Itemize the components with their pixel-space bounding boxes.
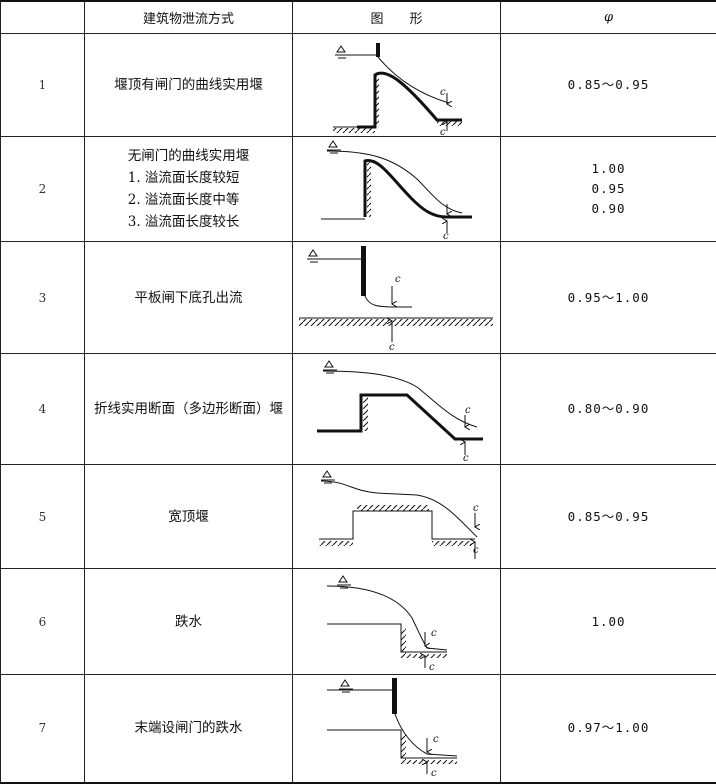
phi-value: 1.00	[501, 612, 716, 632]
phi-value: 0.95	[501, 179, 716, 199]
figure-label-c: c	[431, 628, 437, 639]
row-number: 7	[1, 675, 85, 783]
table-row: 7 末端设闸门的跌水 c c	[1, 675, 716, 783]
figure-label-c: c	[465, 405, 471, 416]
figure-label-c: c	[431, 768, 437, 779]
phi-value: 0.80～0.90	[501, 399, 716, 419]
figure-label-c: c	[429, 662, 435, 673]
table-row: 1 堰顶有闸门的曲线实用堰 c	[1, 34, 716, 137]
row-number: 5	[1, 465, 85, 569]
broad-crested-weir-icon: c c	[297, 467, 497, 567]
phi-value: 0.85～0.95	[501, 75, 716, 95]
row-number: 6	[1, 569, 85, 675]
table-row: 6 跌水 c c 1.00	[1, 569, 716, 675]
row-phi: 1.00	[501, 569, 716, 675]
phi-value: 0.85～0.95	[501, 507, 716, 527]
figure-label-c: c	[440, 87, 446, 98]
row-figure: c c	[293, 242, 501, 354]
row-figure: c c	[293, 34, 501, 137]
row-figure: c c	[293, 465, 501, 569]
ungated-curved-weir-icon: c	[297, 139, 497, 239]
phi-value: 0.95～1.00	[501, 288, 716, 308]
mode-line: 无闸门的曲线实用堰	[128, 145, 250, 167]
row-number: 3	[1, 242, 85, 354]
row-phi: 0.80～0.90	[501, 354, 716, 465]
table-row: 4 折线实用断面（多边形断面）堰 c c 0.80～0.90	[1, 354, 716, 465]
row-number: 1	[1, 34, 85, 137]
row-number: 4	[1, 354, 85, 465]
row-phi: 0.97～1.00	[501, 675, 716, 783]
mode-line: 平板闸下底孔出流	[85, 287, 292, 309]
row-mode: 平板闸下底孔出流	[85, 242, 293, 354]
row-phi: 0.85～0.95	[501, 465, 716, 569]
phi-value: 0.97～1.00	[501, 718, 716, 738]
row-mode: 折线实用断面（多边形断面）堰	[85, 354, 293, 465]
table-row: 3 平板闸下底孔出流 c c 0.95～1.00	[1, 242, 716, 354]
figure-label-c: c	[443, 231, 449, 239]
figure-label-c: c	[433, 734, 439, 745]
figure-label-c: c	[395, 274, 401, 285]
mode-line: 堰顶有闸门的曲线实用堰	[85, 74, 292, 96]
header-mode: 建筑物泄流方式	[85, 1, 293, 34]
mode-line: 3. 溢流面长度较长	[128, 211, 250, 233]
row-mode: 末端设闸门的跌水	[85, 675, 293, 783]
figure-label-c: c	[473, 503, 479, 514]
mode-line: 末端设闸门的跌水	[85, 717, 292, 739]
table-row: 5 宽顶堰 c c 0.85～0.95	[1, 465, 716, 569]
mode-line: 宽顶堰	[85, 506, 292, 528]
row-phi: 1.00 0.95 0.90	[501, 137, 716, 242]
mode-line: 1. 溢流面长度较短	[128, 167, 250, 189]
row-figure: c	[293, 137, 501, 242]
row-figure: c c	[293, 354, 501, 465]
header-figure: 图 形	[293, 1, 501, 34]
row-number: 2	[1, 137, 85, 242]
gated-drop-fall-icon: c c	[297, 676, 497, 780]
drop-fall-icon: c c	[297, 570, 497, 674]
phi-value: 0.90	[501, 199, 716, 219]
header-phi: φ	[501, 1, 716, 34]
row-figure: c c	[293, 569, 501, 675]
figure-label-c: c	[463, 453, 469, 463]
sluice-gate-orifice-icon: c c	[297, 244, 497, 352]
figure-label-c: c	[440, 127, 446, 135]
mode-line: 折线实用断面（多边形断面）堰	[85, 398, 292, 420]
table-header-row: 建筑物泄流方式 图 形 φ	[1, 1, 716, 34]
row-mode: 无闸门的曲线实用堰 1. 溢流面长度较短 2. 溢流面长度中等 3. 溢流面长度…	[85, 137, 293, 242]
row-mode: 宽顶堰	[85, 465, 293, 569]
figure-label-c: c	[389, 342, 395, 352]
row-phi: 0.95～1.00	[501, 242, 716, 354]
row-phi: 0.85～0.95	[501, 34, 716, 137]
header-index	[1, 1, 85, 34]
polygonal-weir-icon: c c	[297, 355, 497, 463]
mode-line: 2. 溢流面长度中等	[128, 189, 250, 211]
phi-value: 1.00	[501, 159, 716, 179]
table-row: 2 无闸门的曲线实用堰 1. 溢流面长度较短 2. 溢流面长度中等 3. 溢流面…	[1, 137, 716, 242]
gated-curved-weir-icon: c c	[297, 35, 497, 135]
mode-line: 跌水	[85, 611, 292, 633]
row-mode: 跌水	[85, 569, 293, 675]
figure-label-c: c	[473, 545, 479, 556]
row-figure: c c	[293, 675, 501, 783]
row-mode: 堰顶有闸门的曲线实用堰	[85, 34, 293, 137]
